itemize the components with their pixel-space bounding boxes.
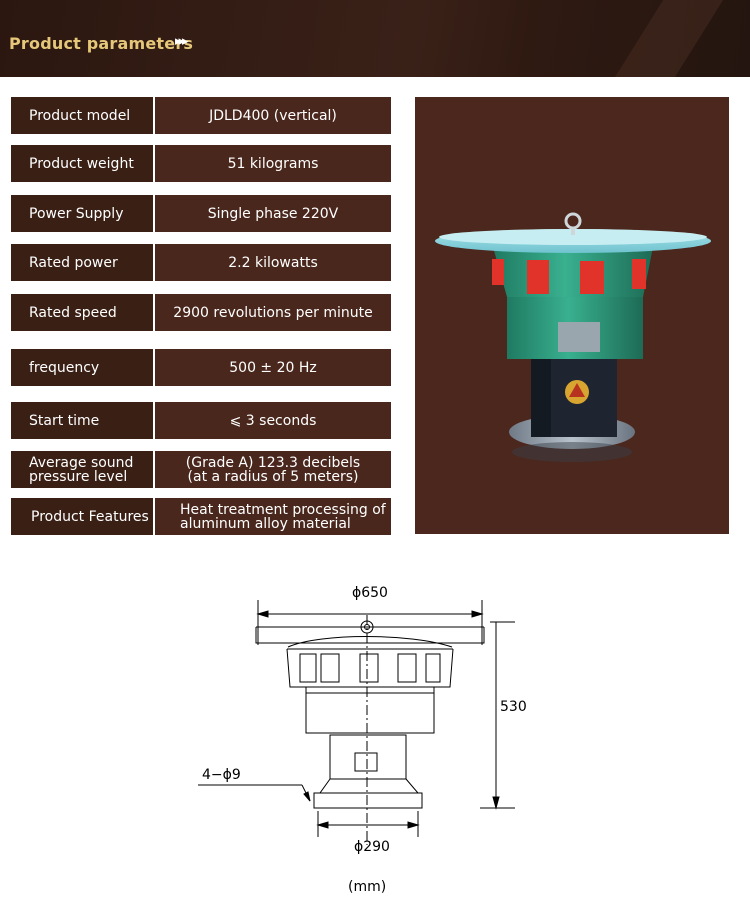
param-value: 2.2 kilowatts	[155, 244, 391, 281]
holes-label: 4−ϕ9	[202, 767, 241, 783]
param-row-frequency: frequency 500 ± 20 Hz	[11, 349, 391, 386]
param-label: Rated power	[11, 244, 153, 281]
param-value: 500 ± 20 Hz	[155, 349, 391, 386]
param-value: JDLD400 (vertical)	[155, 97, 391, 134]
param-row-weight: Product weight 51 kilograms	[11, 145, 391, 182]
param-label: Start time	[11, 402, 153, 439]
param-label-line: Average sound	[29, 454, 134, 471]
unit-label: (mm)	[348, 879, 387, 895]
param-row-rated-speed: Rated speed 2900 revolutions per minute	[11, 294, 391, 331]
param-label: Product model	[11, 97, 153, 134]
param-value-line: (at a radius of 5 meters)	[187, 468, 359, 485]
param-label: frequency	[11, 349, 153, 386]
top-diameter-label: ϕ650	[352, 585, 388, 601]
param-row-model: Product model JDLD400 (vertical)	[11, 97, 391, 134]
param-label: Product weight	[11, 145, 153, 182]
param-value-line: aluminum alloy material	[180, 515, 351, 532]
param-value: (Grade A) 123.3 decibels (at a radius of…	[155, 451, 391, 488]
height-label: 530	[500, 699, 527, 715]
param-label-line: pressure level	[29, 468, 128, 485]
param-value: Single phase 220V	[155, 195, 391, 232]
param-value: 51 kilograms	[155, 145, 391, 182]
param-row-rated-power: Rated power 2.2 kilowatts	[11, 244, 391, 281]
param-label: Product Features	[11, 498, 153, 535]
base-diameter-label: ϕ290	[354, 839, 390, 855]
param-value: 2900 revolutions per minute	[155, 294, 391, 331]
section-header: Product parameters ▸▸▸	[0, 0, 750, 77]
dimension-drawing: ϕ650 530 4−ϕ9 ϕ290 (mm)	[190, 575, 550, 895]
product-photo	[415, 97, 729, 534]
param-row-start-time: Start time ⩽ 3 seconds	[11, 402, 391, 439]
param-label: Rated speed	[11, 294, 153, 331]
param-label: Average sound pressure level	[11, 451, 153, 488]
section-title: Product parameters	[9, 34, 194, 53]
triple-arrow-icon: ▸▸▸	[175, 34, 188, 49]
param-value-line: Heat treatment processing of	[180, 501, 386, 518]
param-value: Heat treatment processing of aluminum al…	[155, 498, 391, 535]
siren-illustration	[435, 212, 711, 462]
param-row-power-supply: Power Supply Single phase 220V	[11, 195, 391, 232]
param-value: ⩽ 3 seconds	[155, 402, 391, 439]
param-value-line: (Grade A) 123.3 decibels	[185, 454, 361, 471]
param-label: Power Supply	[11, 195, 153, 232]
param-row-features: Product Features Heat treatment processi…	[11, 498, 391, 535]
param-row-sound-pressure: Average sound pressure level (Grade A) 1…	[11, 451, 391, 488]
technical-drawing	[198, 600, 515, 845]
